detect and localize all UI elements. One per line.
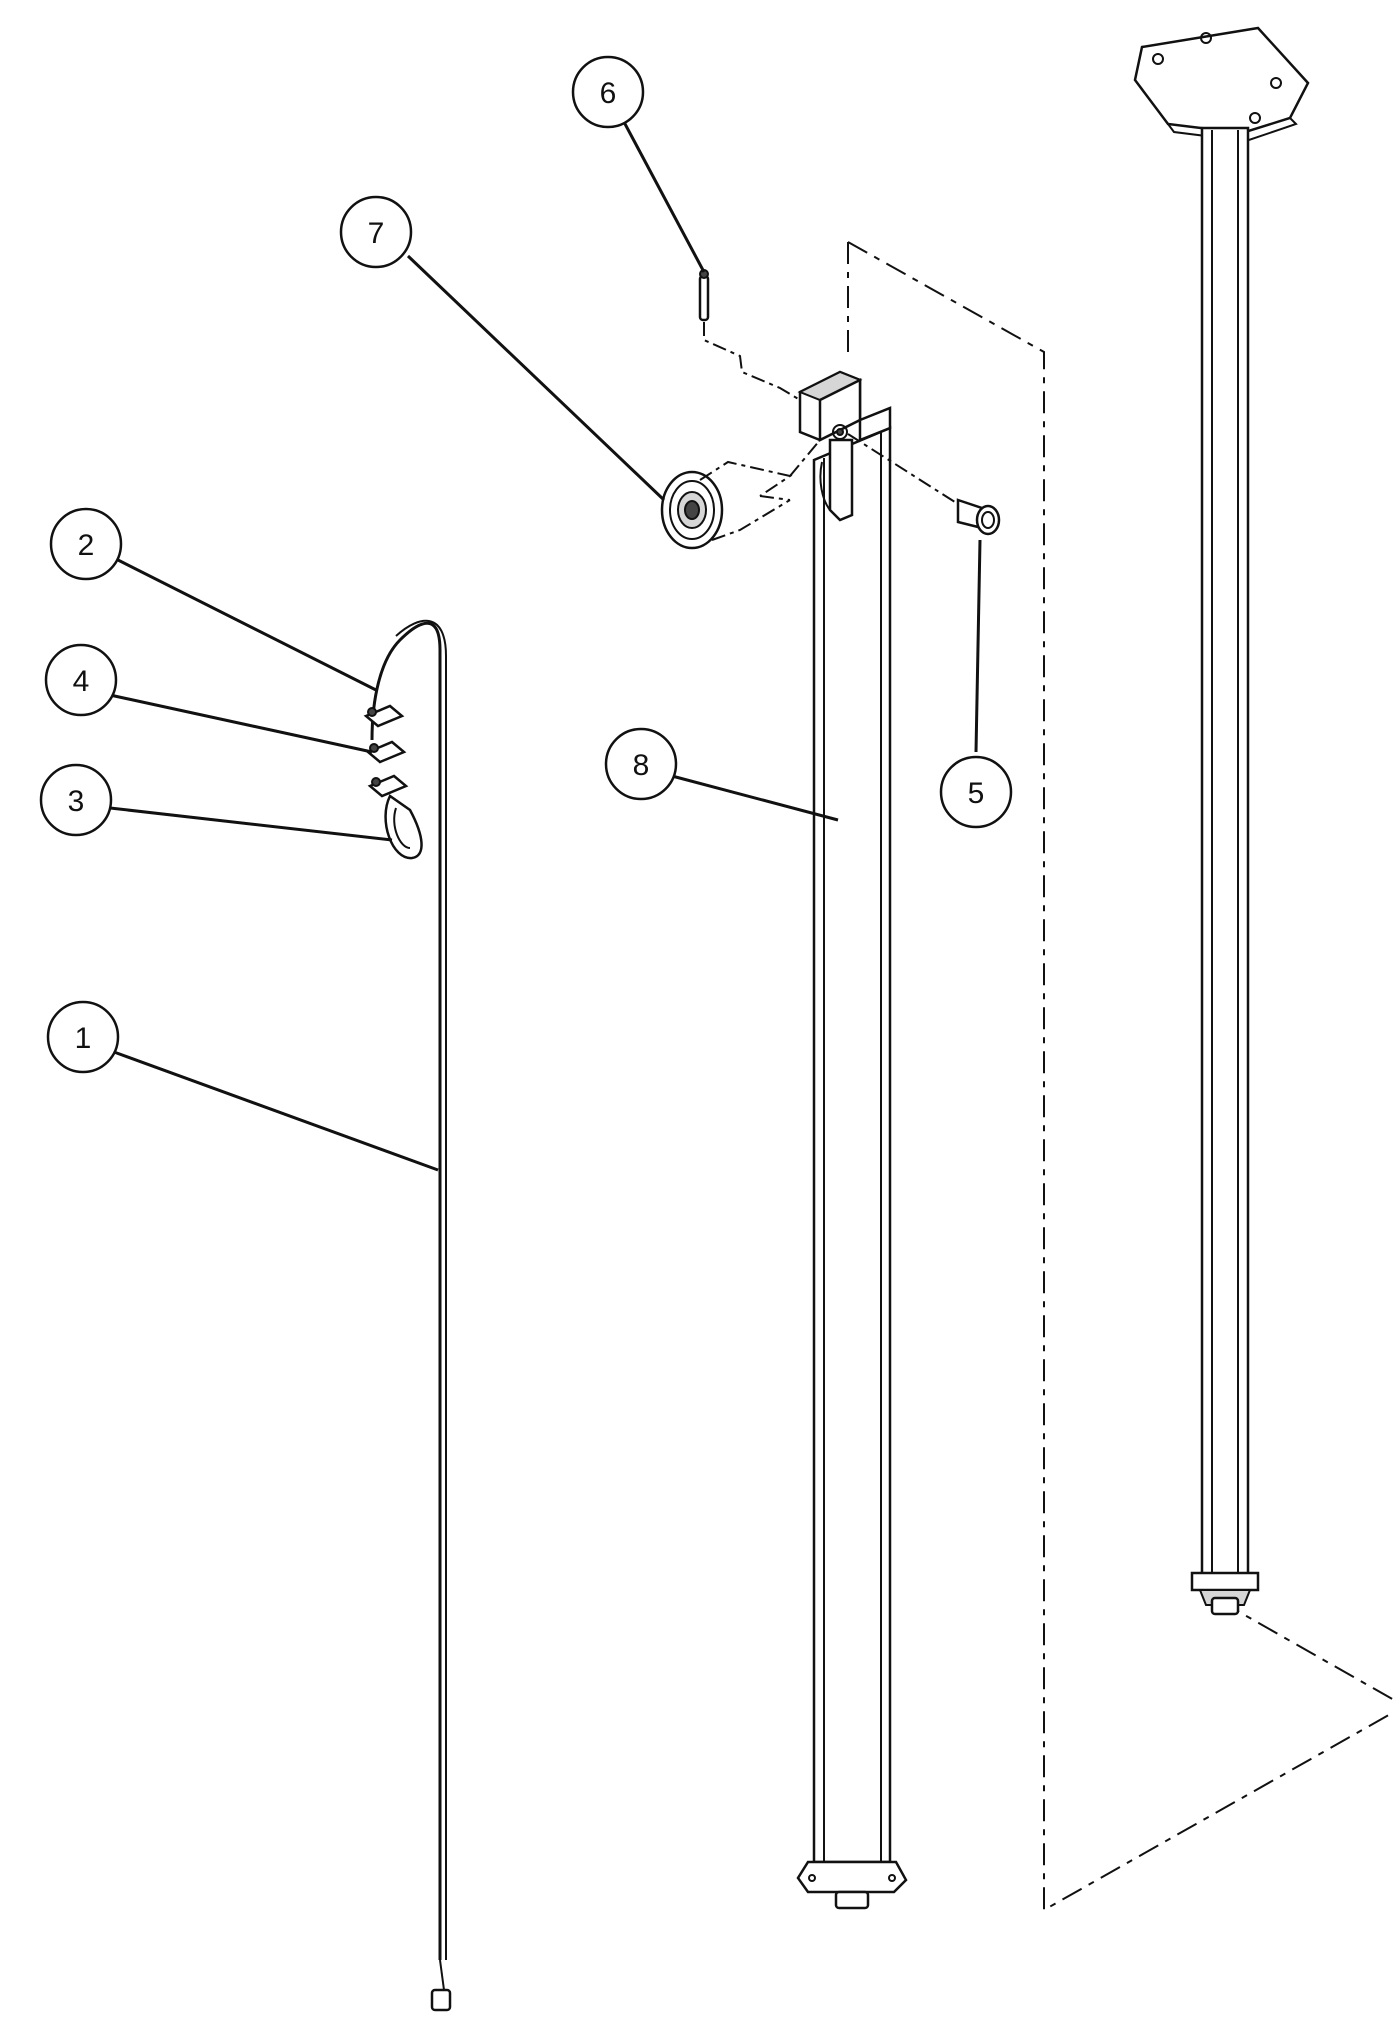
phantom-frame [847, 241, 1395, 1912]
callout-4: 4 [44, 643, 118, 717]
callout-label-6: 6 [600, 77, 617, 110]
callout-label-5: 5 [968, 777, 985, 810]
leader-8 [671, 774, 839, 822]
leader-4 [109, 693, 373, 754]
leader-7 [406, 254, 666, 502]
callout-label-4: 4 [73, 665, 90, 698]
callouts: 1 2 3 4 5 6 7 8 [39, 55, 1013, 1074]
callout-2: 2 [49, 507, 123, 581]
callout-label-8: 8 [633, 749, 650, 782]
cable-assembly [363, 619, 452, 2012]
leader-2 [117, 558, 377, 692]
leader-lines [109, 121, 982, 1172]
leader-3 [109, 806, 393, 842]
bushing-part-5 [847, 433, 1001, 536]
upright-post-center [796, 370, 908, 1910]
callout-3: 3 [39, 763, 113, 837]
callout-label-1: 1 [75, 1022, 92, 1055]
callout-5: 5 [939, 755, 1013, 829]
leader-6 [622, 121, 706, 273]
callout-label-3: 3 [68, 785, 85, 818]
pin-part-6 [698, 269, 801, 401]
callout-6: 6 [571, 55, 645, 129]
callout-1: 1 [46, 1000, 120, 1074]
callout-label-7: 7 [368, 217, 385, 250]
upright-post-right [1133, 26, 1310, 1616]
callout-label-2: 2 [78, 529, 95, 562]
callout-8: 8 [604, 727, 678, 801]
leader-1 [113, 1050, 439, 1172]
pulley-part-7 [660, 439, 821, 550]
leader-5 [974, 539, 982, 753]
callout-7: 7 [339, 195, 413, 269]
